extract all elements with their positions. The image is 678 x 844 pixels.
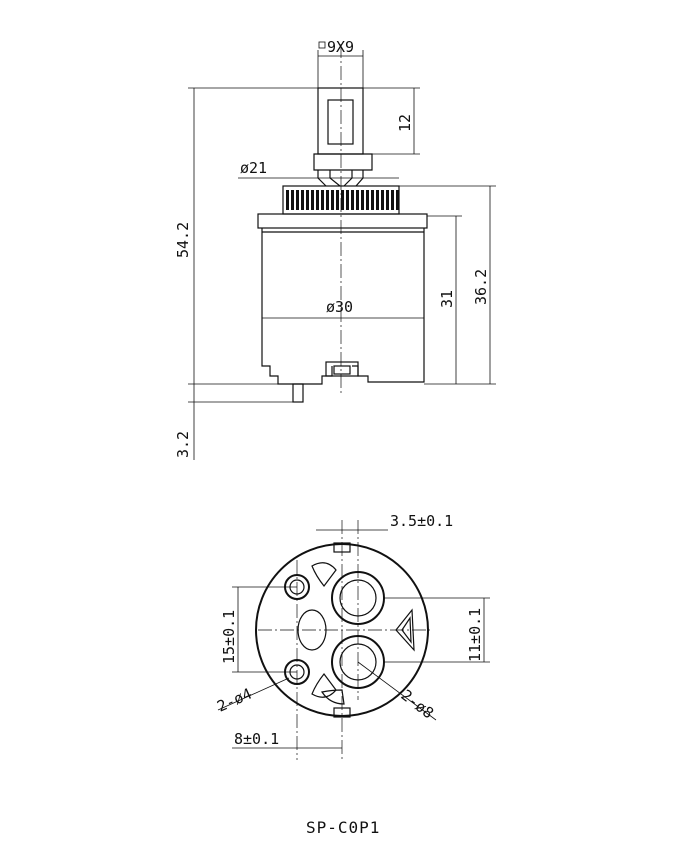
spline-teeth [286,190,399,210]
model-label: SP-C0P1 [306,818,380,837]
dim-body-diameter: ø30 [326,298,353,316]
dim-pin-spacing: 15±0.1 [220,610,238,664]
kidney-bottom-2 [321,689,345,705]
triangle-marker-inner [401,616,412,644]
kidney-top [311,562,337,587]
dim-port-spacing: 11±0.1 [466,608,484,662]
dim-offset-top: 3.5±0.1 [390,512,453,530]
spline-tooth [331,190,334,210]
bottom-pin [292,383,304,403]
spline-tooth [306,190,309,210]
body-top-rim [257,213,428,229]
leader-pin-holes [217,677,290,711]
spline-tooth [326,190,329,210]
spline-tooth [336,190,339,210]
kidney-bottom [311,673,337,698]
label-port-holes: 2-ø8 [398,686,438,722]
bottom-view: 3.5±0.1 15±0.1 11±0.1 2-ø4 2-ø8 8±0.1 [214,512,490,760]
spline-tooth [396,190,399,210]
spline-tooth [351,190,354,210]
spline-tooth [311,190,314,210]
dim-pin-offset: 8±0.1 [234,730,279,748]
leader-port-holes [357,661,437,721]
spline-tooth [371,190,374,210]
spline-tooth [386,190,389,210]
spline-tooth [291,190,294,210]
label-pin-holes: 2-ø4 [214,685,254,716]
spline-tooth [366,190,369,210]
dim-stem-height: 12 [396,114,414,132]
body-right-side [352,228,425,383]
spline-tooth [296,190,299,210]
body-left-side [261,228,333,385]
bottom-slot-inner [333,365,351,375]
spline-tooth [391,190,394,210]
spline-tooth [286,190,289,210]
dim-height-with-spline: 36.2 [472,269,490,305]
spline-tooth [341,190,344,210]
spline-tooth [316,190,319,210]
dim-total-height: 54.2 [174,222,192,258]
dim-stem-size: 9X9 [327,38,354,56]
dim-pin-height: 3.2 [174,431,192,458]
spline-tooth [361,190,364,210]
spline-tooth [376,190,379,210]
spline-tooth [301,190,304,210]
spline-tooth [346,190,349,210]
spline-tooth [356,190,359,210]
square-symbol-icon [318,41,326,49]
stem-slot [327,99,354,145]
dim-body-height: 31 [438,290,456,308]
dim-spline-diameter: ø21 [240,159,267,177]
bottom-slot [325,361,359,377]
spline-tooth [321,190,324,210]
side-view: 9X9 12 ø21 ø30 54.2 31 36.2 3.2 [174,38,496,460]
stem-collar [313,153,373,171]
spline-tooth [381,190,384,210]
